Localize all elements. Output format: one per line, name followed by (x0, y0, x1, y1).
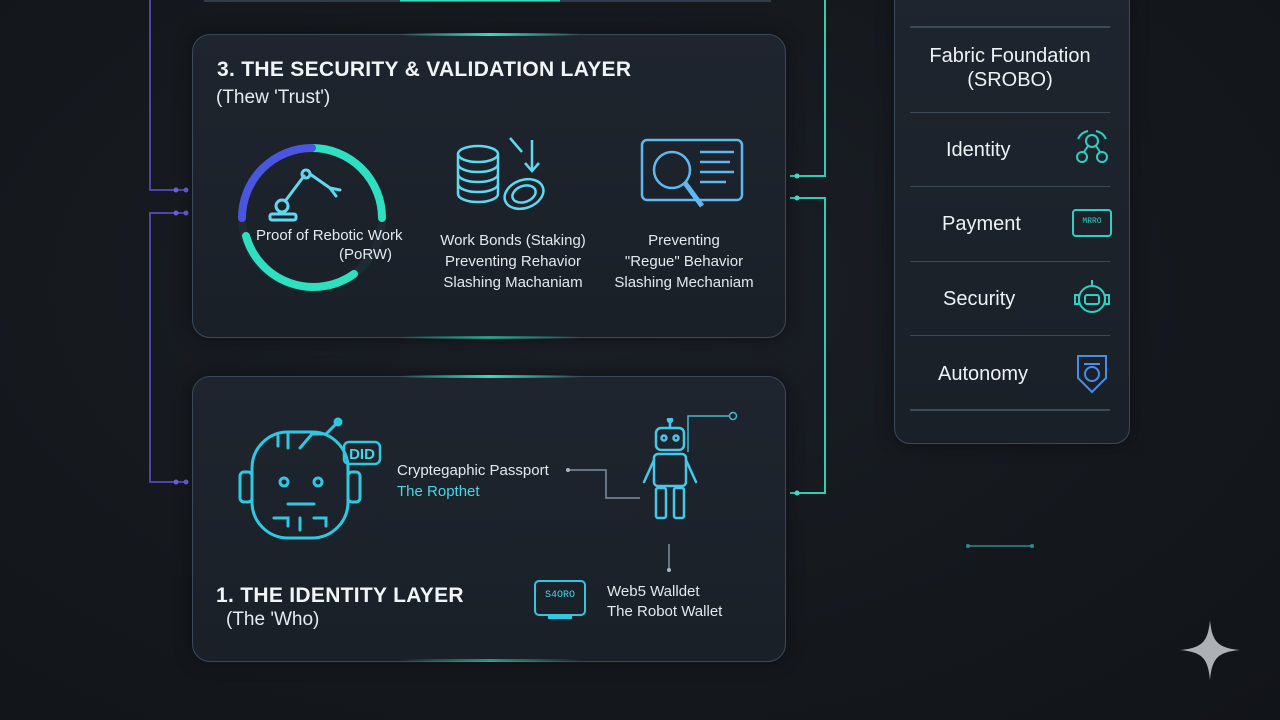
robot-figure-icon (642, 418, 698, 520)
identity-layer-subtitle: (The 'Who) (226, 609, 320, 630)
payment-card-icon: MRRO (1072, 209, 1112, 237)
identity-network-icon (1076, 130, 1108, 163)
security-robot-icon (1074, 280, 1110, 313)
passport-label-line2: The Ropthet (397, 483, 480, 500)
sidebar-item-label: Payment (942, 213, 1021, 235)
rogue-label-line2: "Regue" Behavior (624, 253, 744, 270)
autonomy-shield-icon (1077, 355, 1107, 394)
wallet-icon-base (548, 616, 572, 619)
bonds-label-line3: Slashing Machaniam (443, 274, 583, 291)
identity-layer-title: 1. THE IDENTITY LAYER (216, 584, 464, 607)
wallet-screen-text: S4ORO (544, 590, 575, 601)
sidebar-item-identity[interactable]: Identity (910, 112, 1110, 187)
staking-coins-icon (456, 137, 545, 211)
payment-card-text: MRRO (1082, 217, 1102, 226)
porw-label-line2: (PoRW) (339, 246, 393, 263)
wallet-label-line1: Web5 Walldet (607, 583, 700, 600)
sidebar-item-payment[interactable]: Payment MRRO (910, 186, 1112, 261)
magnifier-screen-icon (640, 138, 744, 208)
sidebar-item-security[interactable]: Security (910, 261, 1110, 336)
robot-head-circuit-icon (238, 417, 382, 540)
rogue-label-line1: Preventing (648, 232, 720, 249)
bonds-label-line2: Preventing Rehavior (445, 253, 581, 270)
rogue-label-line3: Slashing Mechaniam (614, 274, 754, 291)
identity-panel-glow (400, 375, 580, 378)
security-layer-title: 3. THE SECURITY & VALIDATION LAYER (217, 58, 632, 81)
sidebar-header-line1: Fabric Foundation (929, 45, 1091, 67)
fabric-foundation-sidebar (894, 0, 1130, 444)
did-badge: DID (349, 446, 375, 463)
sidebar-item-label: Autonomy (938, 363, 1029, 385)
sparkle-icon (1180, 620, 1240, 680)
porw-label-line1: Proof of Rebotic Work (256, 227, 403, 244)
sidebar-bottom-divider (910, 409, 1110, 411)
wallet-label-line2: The Robot Wallet (607, 603, 723, 620)
robotic-arm-ring-icon (238, 144, 386, 292)
sidebar-item-label: Security (943, 288, 1016, 310)
sidebar-top-divider (910, 26, 1110, 28)
identity-panel-glow-bottom (400, 659, 580, 662)
sidebar-item-label: Identity (946, 139, 1011, 161)
identity-layer-panel (192, 376, 786, 662)
security-panel-glow-bottom (400, 336, 580, 339)
bonds-label-line1: Work Bonds (Staking) (440, 232, 586, 249)
security-panel-glow (400, 33, 580, 36)
web5-wallet-icon: S4ORO (534, 580, 586, 616)
sidebar-header-line2: (SROBO) (967, 69, 1053, 91)
passport-label-line1: Cryptegaphic Passport (397, 462, 549, 479)
sidebar-item-autonomy[interactable]: Autonomy (910, 335, 1110, 410)
security-layer-subtitle: (Thew 'Trust') (216, 87, 331, 108)
